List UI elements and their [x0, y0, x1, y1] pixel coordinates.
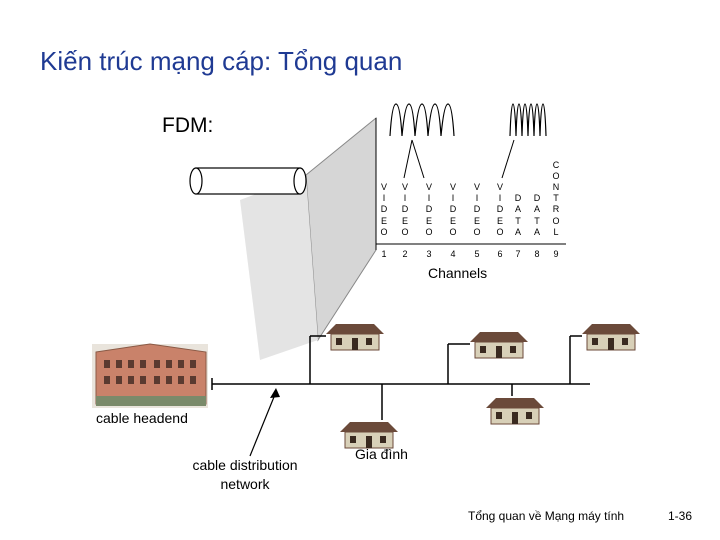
channel-letter: D: [401, 204, 409, 215]
channel-number: 5: [474, 249, 480, 259]
footer-text: Tổng quan về Mạng máy tính: [468, 509, 625, 523]
channel-number: 3: [426, 249, 432, 259]
channel-letter: C: [552, 159, 560, 170]
channel-letter: L: [553, 226, 559, 237]
channel-letter: O: [425, 226, 433, 237]
coax-cable-icon: [189, 167, 307, 195]
distribution-arrow: [249, 391, 277, 457]
channel-number: 8: [534, 249, 540, 259]
channels-label: Channels: [428, 265, 488, 281]
channel-letter: T: [534, 215, 540, 226]
channel-number: 6: [497, 249, 503, 259]
channel-number: 2: [402, 249, 408, 259]
home-label: Gia đình: [355, 446, 408, 462]
channel-letter: E: [401, 215, 408, 226]
channel-letter: O: [473, 226, 481, 237]
channel-letter: E: [380, 215, 387, 226]
channel-letter: A: [533, 226, 540, 237]
house-icon: [340, 422, 398, 449]
channel-letter: O: [449, 226, 457, 237]
channel-letter: E: [449, 215, 456, 226]
channel-letter: A: [514, 226, 521, 237]
channel-letter: T: [553, 193, 559, 204]
channel-number: 9: [553, 249, 559, 259]
channel-letter: O: [401, 226, 409, 237]
house-icon: [470, 332, 528, 359]
channel-letter: E: [425, 215, 432, 226]
channel-letter: D: [533, 193, 541, 204]
page-title: Kiến trúc mạng cáp: Tổng quan: [40, 46, 403, 76]
channel-letter: A: [514, 204, 521, 215]
channel-letter: D: [514, 193, 522, 204]
channel-number: 7: [515, 249, 521, 259]
channel-number: 4: [450, 249, 456, 259]
channel-letter: O: [496, 226, 504, 237]
channel-letter: D: [449, 204, 457, 215]
channel-letter: V: [401, 182, 408, 192]
channel-letter: R: [552, 204, 560, 215]
channel-letter: D: [425, 204, 433, 215]
channel-letter: D: [380, 204, 388, 215]
channel-letter: D: [473, 204, 481, 215]
channel-letter: O: [380, 226, 388, 237]
zoom-cone: [305, 116, 377, 342]
headend-building-icon: [92, 343, 208, 408]
channel-letter: A: [533, 204, 540, 215]
channel-letter: I: [403, 193, 407, 204]
channel-letter: E: [473, 215, 480, 226]
channel-letter: V: [473, 182, 480, 192]
channel-letter: O: [552, 170, 560, 181]
channel-letter: E: [496, 215, 503, 226]
channel-letter: V: [449, 182, 456, 192]
channel-letter: V: [425, 182, 432, 192]
channel-letter: O: [552, 215, 560, 226]
channel-letter: I: [475, 193, 479, 204]
house-icon: [582, 324, 640, 351]
channel-letter: N: [552, 182, 560, 192]
distribution-label: cable distribution network: [192, 457, 298, 492]
channel-letter: T: [515, 215, 521, 226]
house-icon: [326, 324, 384, 351]
channel-letter: I: [451, 193, 455, 204]
fdm-label: FDM:: [162, 114, 214, 137]
house-icon: [486, 398, 544, 425]
channel-letter: D: [496, 204, 504, 215]
page-number: 1-36: [668, 509, 693, 523]
data-wave: [509, 103, 547, 137]
channel-number: 1: [381, 249, 387, 259]
video-wave: [389, 103, 455, 137]
channel-letter: I: [382, 193, 386, 204]
headend-label: cable headend: [96, 410, 188, 426]
channel-letter: I: [427, 193, 431, 204]
channel-letter: V: [496, 182, 503, 192]
channel-letter: V: [380, 182, 387, 192]
channel-letter: I: [498, 193, 502, 204]
